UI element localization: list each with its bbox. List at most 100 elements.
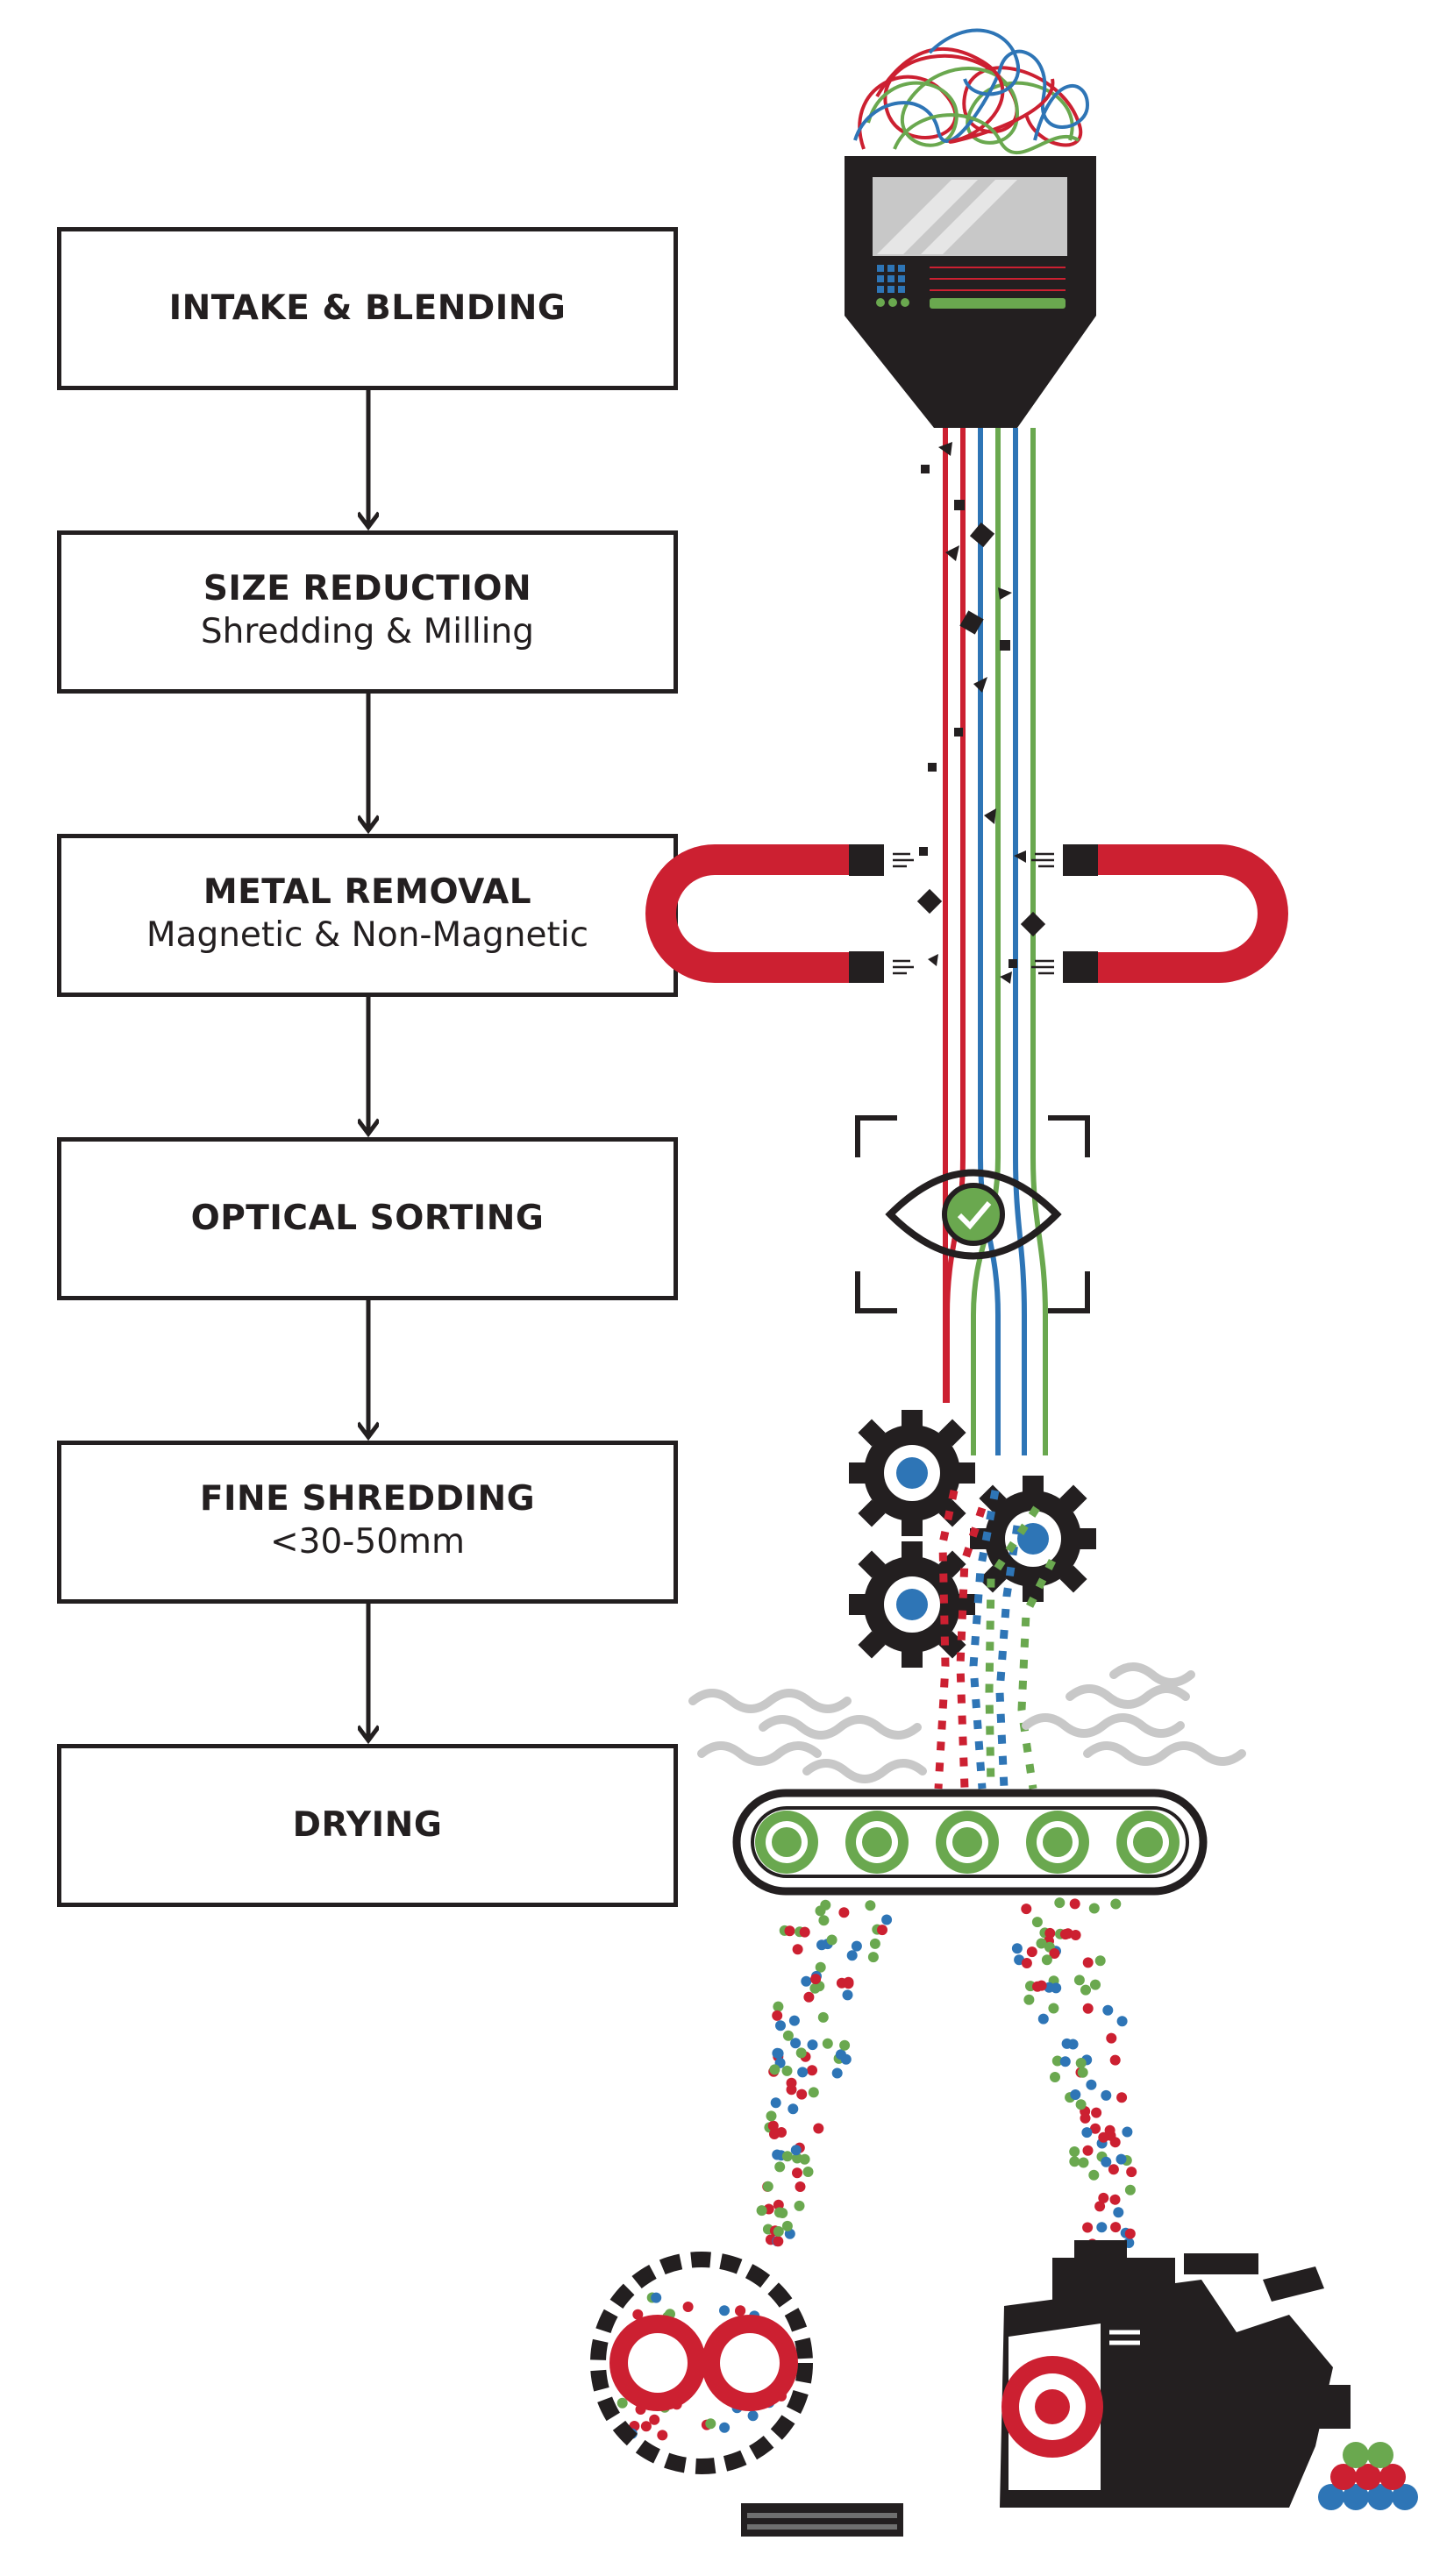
pellet-dot bbox=[781, 2151, 793, 2162]
pellet-dot bbox=[1067, 2039, 1079, 2050]
pellet-dot bbox=[835, 2049, 846, 2060]
pellet-dot bbox=[790, 2038, 802, 2049]
step-subtitle: <30-50mm bbox=[270, 1522, 465, 1562]
shred-streams bbox=[934, 1490, 1057, 1790]
pellet-dot bbox=[775, 2020, 786, 2032]
pellet-dot bbox=[794, 2200, 805, 2211]
pellet-dot bbox=[617, 2397, 628, 2409]
pellet-dot bbox=[1110, 2222, 1122, 2233]
pellet-dot bbox=[651, 2292, 662, 2303]
pellet-dot bbox=[1098, 2131, 1109, 2143]
step-intake-blending: INTAKE & BLENDING bbox=[57, 227, 678, 390]
pellet-dot bbox=[766, 2110, 777, 2122]
pellet-dot bbox=[1041, 1954, 1052, 1966]
pellet-dot bbox=[1094, 1955, 1106, 1967]
pellet-dot bbox=[1021, 1958, 1032, 1968]
pellet-dot bbox=[807, 2065, 817, 2076]
pellet-dot bbox=[1069, 1898, 1080, 1910]
pellet-dot bbox=[1059, 1929, 1071, 1940]
pellet-dot bbox=[1082, 2145, 1094, 2156]
pellet-dot bbox=[782, 2030, 794, 2041]
pellet-dot bbox=[1082, 1957, 1094, 1968]
pellet-dot bbox=[842, 1989, 853, 2001]
pellet-dot bbox=[1109, 2054, 1121, 2066]
pellet-dot bbox=[786, 2077, 797, 2089]
pellet-dot bbox=[815, 1961, 826, 1973]
pellet-dot bbox=[769, 2129, 780, 2139]
pellet-dot bbox=[802, 2167, 814, 2177]
pellet-dot bbox=[772, 2010, 783, 2021]
pellet-dot bbox=[1124, 2228, 1136, 2239]
pellet-dot bbox=[788, 2103, 799, 2115]
pellet-dot bbox=[795, 2047, 807, 2059]
pellet-dot bbox=[826, 1934, 837, 1946]
pellet-dot bbox=[877, 1925, 887, 1936]
pellet-dot bbox=[649, 2414, 660, 2425]
pellet-dot bbox=[1115, 2153, 1127, 2165]
pellet-dot bbox=[773, 2001, 784, 2012]
pellet-dot bbox=[795, 2181, 806, 2192]
step-title: INTAKE & BLENDING bbox=[168, 288, 567, 328]
step-title: OPTICAL SORTING bbox=[190, 1198, 545, 1238]
pellet-dot bbox=[1102, 2004, 1114, 2016]
pellet-dot bbox=[747, 2410, 759, 2422]
step-metal-removal: METAL REMOVAL Magnetic & Non-Magnetic bbox=[57, 834, 678, 997]
pellet-dot bbox=[735, 2305, 745, 2316]
pellet-dot bbox=[1116, 2092, 1128, 2103]
pellet-dot bbox=[822, 2038, 833, 2049]
pellet-dot bbox=[1126, 2167, 1137, 2178]
pellet-dot bbox=[1081, 2127, 1093, 2138]
pellet-dot bbox=[682, 2302, 694, 2312]
pellet-dot bbox=[719, 2422, 731, 2433]
pellet-dot bbox=[632, 2309, 644, 2320]
hopper-machine-icon bbox=[845, 156, 1096, 428]
pellet-dot bbox=[1101, 2089, 1112, 2101]
pellet-dot bbox=[1094, 2201, 1106, 2212]
pellet-dot bbox=[1090, 2123, 1101, 2134]
pellet-dot bbox=[705, 2418, 716, 2430]
flow-arrow-4 bbox=[358, 1300, 379, 1441]
pellet-dot bbox=[799, 2153, 810, 2165]
pellet-dot bbox=[1080, 1984, 1091, 1996]
conveyor-icon bbox=[732, 1789, 1208, 1896]
pellet-dot bbox=[809, 1982, 821, 1994]
pellet-dot bbox=[1073, 1975, 1085, 1986]
pellet-dot bbox=[1051, 2055, 1063, 2067]
pellet-dot bbox=[1077, 2067, 1088, 2078]
pellet-dot bbox=[1110, 1898, 1122, 1910]
pellet-dot bbox=[851, 1940, 862, 1952]
pellet-dot bbox=[1109, 2194, 1121, 2205]
pellet-dot bbox=[801, 1975, 812, 1987]
pellet-dot bbox=[762, 2181, 773, 2192]
pellet-dot bbox=[1036, 1938, 1047, 1949]
pellet-dot bbox=[1070, 2089, 1081, 2100]
pellet-dot bbox=[767, 2120, 779, 2131]
pellet-dot bbox=[818, 1915, 830, 1926]
pellet-dot bbox=[1078, 2157, 1089, 2168]
step-title: FINE SHREDDING bbox=[199, 1479, 536, 1519]
pellet-dot bbox=[1116, 2016, 1128, 2027]
step-drying: DRYING bbox=[57, 1744, 678, 1907]
pellet-dot bbox=[799, 1926, 810, 1938]
pellet-dot bbox=[1088, 2169, 1100, 2181]
pellet-dot bbox=[1031, 1917, 1043, 1928]
pellet-dot bbox=[1037, 2013, 1049, 2025]
pellet-dot bbox=[846, 1950, 858, 1961]
pellet-dot bbox=[797, 2067, 809, 2078]
pellet-dot bbox=[640, 2421, 652, 2432]
step-subtitle: Magnetic & Non-Magnetic bbox=[146, 915, 589, 956]
pellet-dot bbox=[1109, 2137, 1121, 2148]
pellet-dot bbox=[1080, 2112, 1091, 2124]
pellet-dot bbox=[1051, 1982, 1062, 1994]
tangled-fiber-icon bbox=[853, 28, 1090, 154]
debris-particles bbox=[921, 442, 1012, 824]
flow-arrow-1 bbox=[358, 390, 379, 530]
step-title: SIZE REDUCTION bbox=[203, 569, 532, 609]
pellet-dot bbox=[1054, 1897, 1066, 1909]
pellet-dot bbox=[1106, 2032, 1117, 2044]
pellet-dot bbox=[1050, 2072, 1060, 2082]
pellet-dot bbox=[1021, 1904, 1032, 1915]
pellet-dot bbox=[1059, 2056, 1071, 2067]
pellet-dot bbox=[1075, 2099, 1087, 2110]
